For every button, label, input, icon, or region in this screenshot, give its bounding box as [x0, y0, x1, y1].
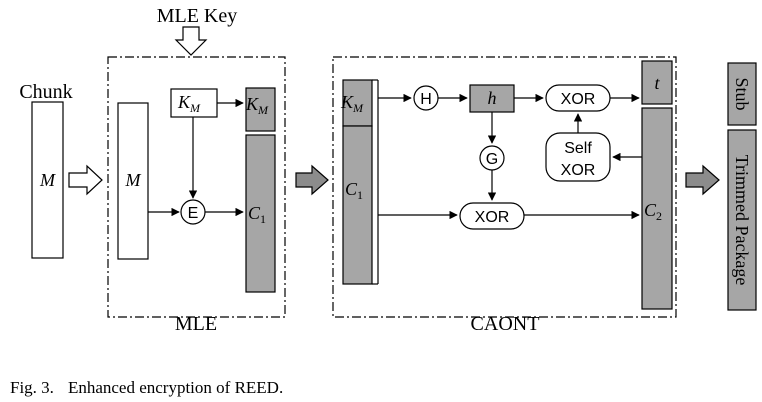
chunk-block [31, 101, 64, 259]
self-xor-label-line2: XOR [561, 162, 596, 179]
chunk-label: Chunk [19, 81, 72, 103]
mle-label: MLE [175, 313, 217, 335]
tail-t-block [641, 60, 673, 105]
key-km-label: KM [177, 92, 201, 115]
xor-bottom-label: XOR [475, 209, 510, 226]
caont-input-km-label: KM [340, 92, 364, 115]
caont-frame [332, 56, 677, 318]
trimmed-package-block [727, 129, 757, 311]
stub-label: Stub [732, 77, 752, 110]
figure-number: Fig. 3. [10, 378, 54, 397]
mle-output-km-block [245, 87, 276, 132]
mle-key-label: MLE Key [157, 5, 238, 27]
caont-input-km-block [342, 79, 373, 127]
chunk-m-label: M [39, 170, 56, 190]
hash-value-box [469, 84, 515, 113]
caont-input-c1-label: C1 [345, 179, 363, 202]
caont-output-c2-block [641, 107, 673, 310]
mle-key-down-arrow [174, 26, 208, 56]
mle-output-c1-label: C1 [248, 203, 266, 226]
encrypt-node-label: E [188, 205, 199, 222]
trimmed-package-label: Trimmed Package [732, 155, 752, 286]
generator-node-label: G [486, 151, 498, 168]
mle-input-m-block [117, 102, 149, 260]
tail-t-label: t [654, 73, 660, 93]
mle-input-m-label: M [125, 170, 142, 190]
mle-output-c1-block [245, 134, 276, 293]
xor-top-label: XOR [561, 91, 596, 108]
caont-to-output-arrow [685, 164, 720, 196]
figure-caption-text: Enhanced encryption of REED. [68, 378, 283, 397]
self-xor-label-line1: Self [564, 140, 592, 157]
hash-node-label: H [420, 91, 432, 108]
stub-block [727, 62, 757, 126]
mle-to-caont-arrow [295, 164, 329, 196]
chunk-to-mle-arrow [68, 164, 103, 196]
xor-bottom-node [459, 202, 525, 230]
mle-frame [107, 56, 286, 318]
hash-value-label: h [488, 88, 497, 108]
caont-output-c2-label: C2 [644, 200, 662, 223]
figure-caption: Fig. 3. Enhanced encryption of REED. [10, 378, 283, 397]
caont-label: CAONT [471, 313, 540, 335]
caont-input-c1-block [342, 125, 373, 285]
key-km-box [170, 88, 218, 118]
mle-output-km-label: KM [245, 94, 269, 117]
